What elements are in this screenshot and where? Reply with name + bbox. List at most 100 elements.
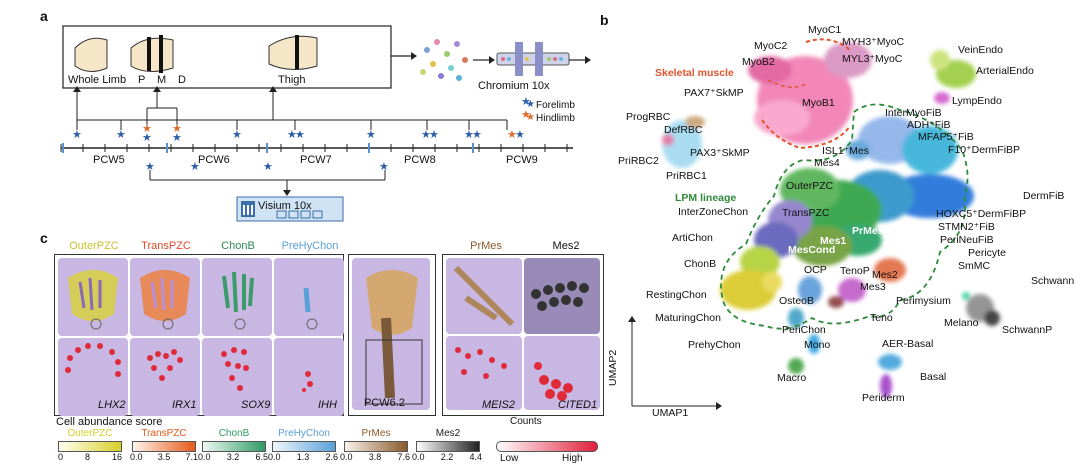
cl-perimysium: Perimysium [896, 295, 951, 307]
svg-text:★: ★ [142, 131, 152, 144]
gene-sox9: SOX9 [241, 399, 271, 411]
cl-interzone: InterZoneChon [678, 206, 749, 218]
axis-x-label: UMAP1 [652, 407, 689, 419]
tick: 3.2 [226, 452, 240, 462]
cl-mono: Mono [804, 339, 831, 351]
cl-progrbc: ProgRBC [626, 111, 671, 123]
cl-f10: F10⁺DermFiBP [948, 144, 1021, 156]
cl-isl1: ISL1⁺Mes [822, 145, 869, 157]
tissue-prmes [446, 258, 522, 334]
cl-adh: ADH⁺FiB [907, 119, 951, 131]
panel-a-diagram: ★ ★ ★★ ★★ ★ ★★ ★ ★★ ★★ ★★ ★ ★ ★★ ★★ [60, 25, 591, 222]
cl-perichon: PeriChon [782, 324, 826, 336]
counts-high: High [562, 453, 583, 464]
svg-text:★: ★ [172, 122, 182, 135]
timeline-pcw6: PCW6 [198, 154, 230, 166]
cl-basal: Basal [920, 371, 947, 383]
cl-veinendo: VeinEndo [958, 44, 1003, 56]
svg-text:★: ★ [172, 131, 182, 144]
tissue-outerpzc [58, 258, 128, 336]
svg-text:★: ★ [232, 128, 242, 141]
counts-low: Low [500, 453, 519, 464]
cl-tenop: TenoP [840, 265, 870, 277]
tick: 2.2 [440, 452, 454, 462]
cl-myob1: MyoB1 [802, 97, 835, 109]
cl-myh3: MYH3⁺MyoC [842, 36, 905, 48]
cl-myl3: MYL3⁺MyoC [842, 53, 903, 65]
cl-schwannp: SchwannP [1002, 324, 1053, 336]
svg-text:★: ★ [507, 128, 517, 141]
cl-mfap5: MFAP5⁺FiB [918, 131, 974, 143]
svg-text:★: ★ [515, 128, 525, 141]
tissue-chonb [202, 258, 272, 336]
cl-periderm: Periderm [862, 392, 905, 404]
tick: 0.0 [412, 452, 425, 462]
panel-a-letter: a [40, 8, 48, 24]
cl-perineufib: PeriNeuFiB [940, 234, 994, 246]
tissue-cited1 [524, 336, 600, 410]
m-label: M [157, 74, 167, 86]
cl-lympendo: LympEndo [952, 95, 1002, 107]
cl-prehychon: PrehyChon [688, 339, 741, 351]
cl-ocp: OCP [804, 264, 827, 276]
group-skeletal: Skeletal muscle [655, 67, 734, 79]
cl-chonb: ChonB [684, 258, 717, 270]
tissue-mes2 [524, 258, 600, 334]
cbar-title-mes2: Mes2 [435, 428, 461, 439]
cl-maturingchon: MaturingChon [655, 312, 721, 324]
axis-y-label: UMAP2 [607, 349, 619, 386]
cbar-title-transpzc: TransPZC [141, 428, 187, 439]
cl-myob2: MyoB2 [742, 56, 775, 68]
tick: 0.0 [198, 452, 211, 462]
tick: 6.5 [255, 452, 268, 462]
tick: 8 [84, 452, 90, 462]
svg-text:★: ★ [521, 95, 531, 108]
pcw62-text: PCW6.2 [364, 397, 405, 409]
tissue-lhx2 [58, 338, 128, 416]
cbar-outerpzc [58, 441, 122, 452]
cbar-title-prmes: PrMes [361, 428, 391, 439]
forelimb-star-icon: ★ [526, 99, 535, 110]
cl-aerbasal: AER-Basal [882, 338, 934, 350]
cl-arterialendo: ArterialEndo [976, 65, 1034, 77]
cl-pax7: PAX7⁺SkMP [684, 87, 744, 99]
timeline-pcw9: PCW9 [506, 154, 538, 166]
tick: 7.1 [185, 452, 198, 462]
legend-hindlimb: Hindlimb [536, 113, 575, 124]
svg-text:★: ★ [521, 108, 531, 121]
cl-prirbc1: PriRBC1 [666, 170, 707, 182]
tissue-ihh [274, 338, 344, 416]
svg-text:★: ★ [72, 128, 82, 141]
cbar-chonb [202, 441, 266, 452]
tick: 3.8 [368, 452, 382, 462]
chromium-label: Chromium 10x [478, 80, 550, 92]
title-chonb: ChonB [221, 240, 255, 252]
svg-text:★: ★ [295, 128, 305, 141]
cl-mes3: Mes3 [860, 281, 886, 293]
cl-prmes: PrMes [852, 225, 884, 237]
svg-text:★: ★ [429, 128, 439, 141]
cl-outerpzc: OuterPZC [786, 180, 834, 192]
cl-smmc: SmMC [958, 260, 991, 272]
cl-pericyte: Pericyte [968, 247, 1006, 259]
svg-text:★: ★ [190, 160, 200, 173]
tick: 0 [58, 452, 64, 462]
cl-schwann: Schwann [1031, 275, 1075, 287]
cl-transpzc: TransPZC [782, 207, 830, 219]
cl-intermyofib: InterMyoFiB [885, 107, 942, 119]
timeline-pcw8: PCW8 [404, 154, 436, 166]
tick: 3.5 [157, 452, 171, 462]
cl-mes1: Mes1 [820, 235, 847, 247]
tick: 0.0 [340, 452, 353, 462]
counts-title: Counts [510, 416, 542, 427]
thigh-label: Thigh [278, 74, 306, 86]
svg-text:★: ★ [145, 160, 155, 173]
cl-melano: Melano [944, 317, 979, 329]
title-prehychon: PreHyChon [281, 240, 339, 252]
cl-myoc2: MyoC2 [754, 40, 788, 52]
cbar-title-chonb: ChonB [218, 428, 250, 439]
cbar-prmes [344, 441, 408, 452]
